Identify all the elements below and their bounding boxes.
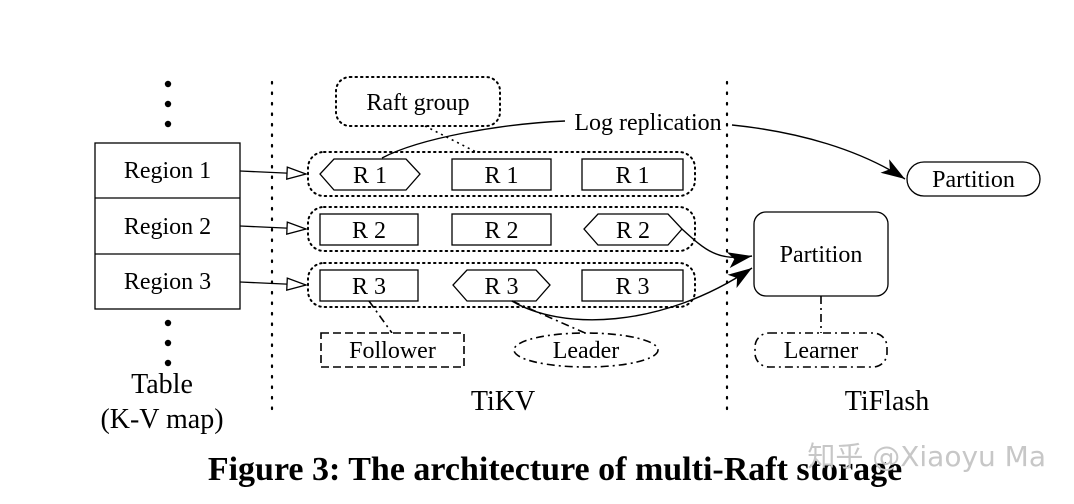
replica-r2-b <box>451 213 552 246</box>
replica-r3-c <box>581 269 684 302</box>
region-3-arrow <box>239 282 306 285</box>
raft-group-pointer <box>424 125 479 154</box>
replica-r3-leader <box>452 269 551 302</box>
replica-r2-a <box>319 213 419 246</box>
raft-group-3 <box>307 262 696 308</box>
partition-small-label: Partition <box>932 167 1015 193</box>
leader-label: Leader <box>553 338 620 364</box>
follower-label: Follower <box>349 338 436 364</box>
table-region-3: Region 3 <box>124 269 211 295</box>
raft-group-label: Raft group <box>366 90 469 116</box>
replica-r1-b-label: R 1 <box>484 163 518 189</box>
table-label-line1: Table <box>131 369 193 400</box>
replica-r2-b-label: R 2 <box>484 218 518 244</box>
region-1-arrow <box>239 171 306 174</box>
follower-connector <box>368 300 393 334</box>
raft-group-2 <box>307 206 696 252</box>
follower-callout <box>320 332 465 368</box>
raft-group-1 <box>307 151 696 197</box>
log-replication-label: Log replication <box>574 110 721 136</box>
table-region-1: Region 1 <box>124 158 211 184</box>
replica-r1-c <box>581 158 684 191</box>
raft-group-callout <box>335 76 501 127</box>
table-ellipsis-top <box>164 80 172 128</box>
learner-label: Learner <box>784 338 859 364</box>
replica-r3-leader-label: R 3 <box>484 274 518 300</box>
replica-r2-leader <box>583 213 683 246</box>
replica-r1-b <box>451 158 552 191</box>
partition-small <box>906 161 1041 197</box>
figure-caption: Figure 3: The architecture of multi-Raft… <box>208 451 902 488</box>
partition-main-label: Partition <box>780 242 863 268</box>
replica-r2-leader-label: R 2 <box>616 218 650 244</box>
leader-connector <box>511 300 586 334</box>
replica-r3-a <box>319 269 419 302</box>
table-ellipsis-bottom <box>164 319 172 367</box>
tikv-label: TiKV <box>471 386 535 417</box>
replica-r1-leader <box>319 158 421 191</box>
replica-r1-leader-label: R 1 <box>353 163 387 189</box>
replica-r3-c-label: R 3 <box>615 274 649 300</box>
replica-r3-a-label: R 3 <box>352 274 386 300</box>
leader-callout <box>513 332 659 368</box>
tiflash-label: TiFlash <box>845 386 930 417</box>
replica-r1-c-label: R 1 <box>615 163 649 189</box>
watermark: 知乎 @Xiaoyu Ma <box>807 440 1046 473</box>
table-label-line2: (K-V map) <box>100 404 223 435</box>
table-region-2: Region 2 <box>124 214 211 240</box>
region-2-arrow <box>239 226 306 229</box>
learner-callout <box>754 332 888 368</box>
r2-leader-to-partition-arrow <box>681 228 753 269</box>
log-replication-arrow <box>381 120 905 179</box>
replica-r2-a-label: R 2 <box>352 218 386 244</box>
kv-table: Region 1 Region 2 Region 3 <box>94 142 241 310</box>
